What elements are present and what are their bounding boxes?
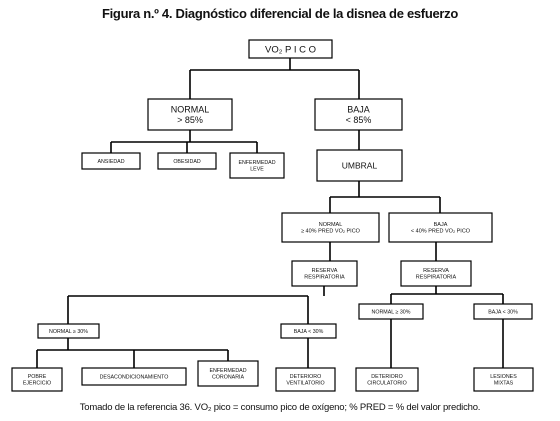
label-baja: BAJA [347, 104, 370, 114]
box-vo2 [248, 39, 333, 59]
box-enf-coronaria [197, 360, 259, 387]
label-desacond: DESACONDICIONAMIENTO [100, 374, 169, 380]
label-det-circulatorio: CIRCULATORIO [367, 381, 407, 387]
label-pobre-ejercicio: POBRE [28, 374, 47, 380]
box-desacond [81, 367, 187, 386]
label-det-ventilatorio: VENTILATORIO [286, 381, 324, 387]
box-lesiones-mixtas [473, 367, 534, 392]
label-umbral-normal: NORMAL [319, 222, 343, 228]
label-normal: > 85% [177, 115, 203, 125]
box-normal-30-izq [37, 323, 100, 339]
box-normal [147, 98, 233, 131]
box-pobre-ejercicio [11, 367, 63, 392]
label-umbral-normal: ≥ 40% PRED VO₂ PICO [301, 229, 361, 235]
connector-reserva-der [390, 286, 504, 304]
connector-umbral [329, 181, 441, 213]
box-reserva-izq [291, 260, 358, 287]
box-baja [314, 98, 403, 131]
box-baja-30-der [473, 303, 533, 320]
box-normal-30-der [358, 303, 424, 320]
box-baja-30-izq [280, 323, 337, 339]
box-det-ventilatorio [275, 367, 336, 392]
label-baja: < 85% [346, 115, 372, 125]
box-umbral-normal [281, 212, 380, 243]
connector-normal [110, 130, 258, 153]
label-ansiedad: ANSIEDAD [97, 159, 124, 165]
label-enf-leve: ENFERMEDAD [238, 160, 275, 166]
box-enf-leve [229, 152, 285, 179]
connector-vo2 [189, 58, 360, 99]
label-umbral-baja: < 40% PRED VO₂ PICO [411, 229, 471, 235]
connector-normal-30-izq [36, 338, 229, 368]
label-reserva-izq: RESPIRATORIA [304, 275, 345, 281]
connectors [36, 58, 504, 368]
label-umbral: UMBRAL [342, 160, 378, 170]
label-det-ventilatorio: DETERIORO [290, 374, 322, 380]
label-enf-coronaria: CORONARIA [212, 375, 245, 381]
label-vo2: VO₂ P I C O [265, 44, 316, 55]
label-normal-30-izq: NORMAL ≥ 30% [49, 329, 88, 335]
label-reserva-der: RESERVA [423, 268, 449, 274]
box-obesidad [157, 152, 217, 170]
figure-title: Figura n.º 4. Diagnóstico diferencial de… [101, 6, 459, 21]
box-umbral [316, 149, 403, 182]
label-normal: NORMAL [171, 104, 210, 114]
label-baja-30-der: BAJA < 30% [488, 309, 518, 315]
label-lesiones-mixtas: LESIONES [490, 374, 517, 380]
box-reserva-der [400, 260, 472, 287]
label-normal-30-der: NORMAL ≥ 30% [372, 309, 411, 315]
label-umbral-baja: BAJA [434, 222, 448, 228]
figure-caption: Tomado de la referencia 36. VO₂ pico = c… [79, 402, 481, 413]
label-lesiones-mixtas: MIXTAS [494, 381, 514, 387]
box-det-circulatorio [355, 367, 419, 392]
box-ansiedad [81, 152, 141, 170]
label-baja-30-izq: BAJA < 30% [294, 329, 324, 335]
label-enf-coronaria: ENFERMEDAD [209, 368, 246, 374]
label-pobre-ejercicio: EJERCICIO [23, 381, 51, 387]
label-reserva-izq: RESERVA [312, 268, 338, 274]
label-enf-leve: LEVE [250, 167, 264, 173]
label-det-circulatorio: DETERIORO [371, 374, 403, 380]
connector-reserva-izq [67, 286, 325, 324]
label-obesidad: OBESIDAD [173, 159, 201, 165]
box-umbral-baja [388, 212, 493, 243]
label-reserva-der: RESPIRATORIA [416, 275, 457, 281]
